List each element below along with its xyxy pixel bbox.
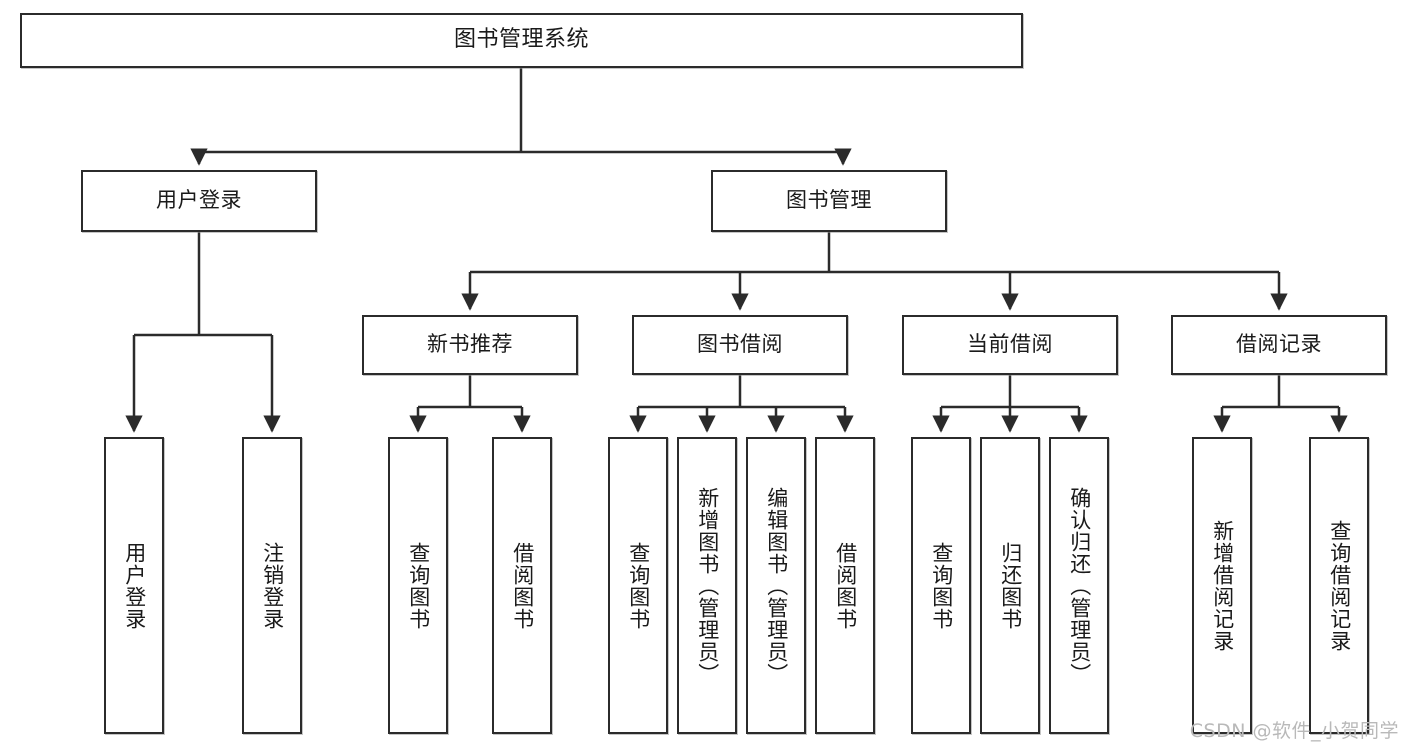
node-leaf-borrow-book-1[interactable]: 借阅图书 (492, 437, 552, 734)
node-borrow-record-label: 借阅记录 (1236, 332, 1322, 357)
node-leaf-add-book-label: 新增图书（管理员） (695, 486, 720, 685)
node-leaf-query-record-label: 查询借阅记录 (1327, 519, 1352, 652)
node-leaf-user-login-label: 用户登录 (122, 541, 147, 630)
node-leaf-return-book[interactable]: 归还图书 (980, 437, 1040, 734)
node-leaf-add-record-label: 新增借阅记录 (1210, 519, 1235, 652)
node-leaf-confirm-return-label: 确认归还（管理员） (1067, 486, 1092, 685)
node-leaf-user-login[interactable]: 用户登录 (104, 437, 164, 734)
node-leaf-query-record[interactable]: 查询借阅记录 (1309, 437, 1369, 734)
node-book-manage-label: 图书管理 (786, 188, 872, 213)
node-leaf-confirm-return[interactable]: 确认归还（管理员） (1049, 437, 1109, 734)
node-borrow-record[interactable]: 借阅记录 (1171, 315, 1387, 375)
node-leaf-query-book-2[interactable]: 查询图书 (608, 437, 668, 734)
watermark-text: CSDN @软件_小贺同学 (1189, 720, 1399, 742)
node-new-book-recommend[interactable]: 新书推荐 (362, 315, 578, 375)
node-leaf-edit-book-label: 编辑图书（管理员） (764, 486, 789, 685)
node-book-borrow-label: 图书借阅 (697, 332, 783, 357)
node-leaf-query-book-2-label: 查询图书 (626, 541, 651, 630)
node-leaf-add-book[interactable]: 新增图书（管理员） (677, 437, 737, 734)
node-leaf-add-record[interactable]: 新增借阅记录 (1192, 437, 1252, 734)
node-new-book-recommend-label: 新书推荐 (427, 332, 513, 357)
node-book-manage[interactable]: 图书管理 (711, 170, 947, 232)
node-current-borrow-label: 当前借阅 (967, 332, 1053, 357)
node-book-borrow[interactable]: 图书借阅 (632, 315, 848, 375)
node-current-borrow[interactable]: 当前借阅 (902, 315, 1118, 375)
node-user-login-label: 用户登录 (156, 188, 242, 213)
node-leaf-borrow-book-1-label: 借阅图书 (510, 541, 535, 630)
node-leaf-borrow-book-2[interactable]: 借阅图书 (815, 437, 875, 734)
node-leaf-query-book-3-label: 查询图书 (929, 541, 954, 630)
node-leaf-return-book-label: 归还图书 (998, 541, 1023, 630)
node-root-label: 图书管理系统 (453, 27, 589, 53)
node-user-login[interactable]: 用户登录 (81, 170, 317, 232)
node-leaf-borrow-book-2-label: 借阅图书 (833, 541, 858, 630)
node-leaf-logout-label: 注销登录 (260, 541, 285, 630)
node-leaf-query-book-3[interactable]: 查询图书 (911, 437, 971, 734)
node-root[interactable]: 图书管理系统 (20, 13, 1023, 68)
node-leaf-query-book-1[interactable]: 查询图书 (388, 437, 448, 734)
node-leaf-logout[interactable]: 注销登录 (242, 437, 302, 734)
node-leaf-edit-book[interactable]: 编辑图书（管理员） (746, 437, 806, 734)
node-leaf-query-book-1-label: 查询图书 (406, 541, 431, 630)
